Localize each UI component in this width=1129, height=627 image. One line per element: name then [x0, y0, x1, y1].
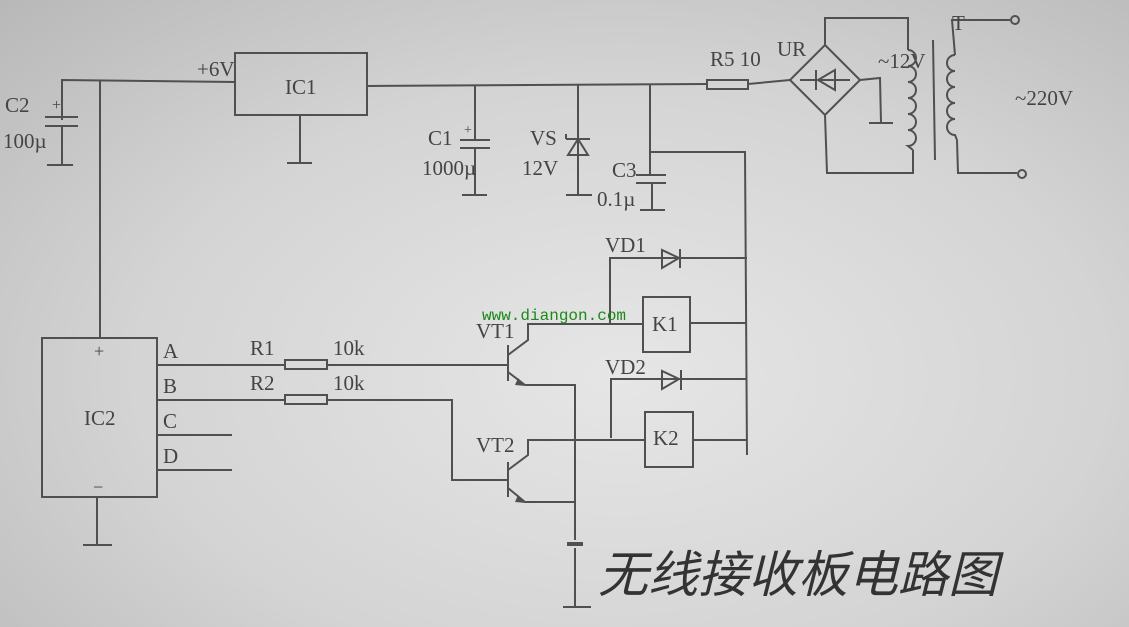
ac220-label: ~220V: [1015, 86, 1073, 110]
c1-value: 1000µ: [422, 156, 476, 180]
capacitor-c3: [636, 84, 666, 211]
ac12-label: ~12V: [878, 49, 926, 73]
wire-r2-vt2: [327, 399, 508, 481]
k1-label: K1: [652, 312, 678, 336]
c3-value: 0.1µ: [597, 187, 635, 211]
ground-icon: [563, 542, 591, 608]
v6-label: +6V: [197, 57, 235, 81]
ur-label: UR: [777, 37, 806, 61]
ic2-label: IC2: [84, 406, 116, 430]
pin-b-label: B: [163, 374, 177, 398]
ic2-box: [41, 337, 158, 498]
pin-a-label: A: [163, 339, 179, 363]
r2-value: 10k: [333, 371, 365, 395]
c2-plus: +: [52, 97, 61, 114]
k2-label: K2: [653, 426, 679, 450]
transistor-vt2: [507, 439, 645, 503]
pin-c-label: C: [163, 409, 177, 433]
c1-label: C1: [428, 126, 453, 150]
t-label: T: [952, 11, 965, 35]
r2-label: R2: [250, 371, 275, 395]
ic1-label: IC1: [285, 75, 317, 99]
ic1-ground-icon: [287, 115, 312, 164]
c3-label: C3: [612, 158, 637, 182]
wire-relay-supply: [650, 151, 748, 456]
diode-vd1: [609, 248, 747, 323]
resistor-r2: [284, 394, 328, 405]
pin-d-label: D: [163, 444, 178, 468]
c2-value: 100µ: [3, 129, 47, 153]
zener-diode-vs: [565, 85, 592, 196]
vd1-label: VD1: [605, 233, 646, 257]
diode-vd2: [610, 369, 747, 438]
r1-value: 10k: [333, 336, 365, 360]
vt2-label: VT2: [476, 433, 515, 457]
wire-6v-rail: [61, 78, 236, 120]
ic2-plus: +: [94, 341, 104, 361]
resistor-r5: [706, 79, 749, 90]
r1-label: R1: [250, 336, 275, 360]
vt1-label: VT1: [476, 319, 515, 343]
r5-label: R5 10: [710, 47, 761, 71]
vd2-label: VD2: [605, 355, 646, 379]
capacitor-c2: [45, 116, 78, 166]
transformer-t: [905, 15, 1027, 179]
ic2-ground-icon: [83, 497, 112, 546]
vs-label: VS: [530, 126, 557, 150]
c1-plus: +: [464, 123, 472, 138]
transistor-vt1: [507, 323, 643, 540]
handwritten-title: 无线接收板电路图: [598, 546, 1004, 604]
bridge-rectifier-ur: [788, 17, 914, 174]
watermark: www.diangon.com: [482, 307, 626, 325]
vs-value: 12V: [522, 156, 558, 180]
wire-main-rail: [366, 83, 708, 87]
capacitor-c1: [460, 86, 490, 196]
resistor-r1: [284, 359, 328, 370]
wire-r5-bridge: [747, 79, 791, 85]
ic2-minus: −: [93, 477, 103, 497]
c2-label: C2: [5, 93, 30, 117]
